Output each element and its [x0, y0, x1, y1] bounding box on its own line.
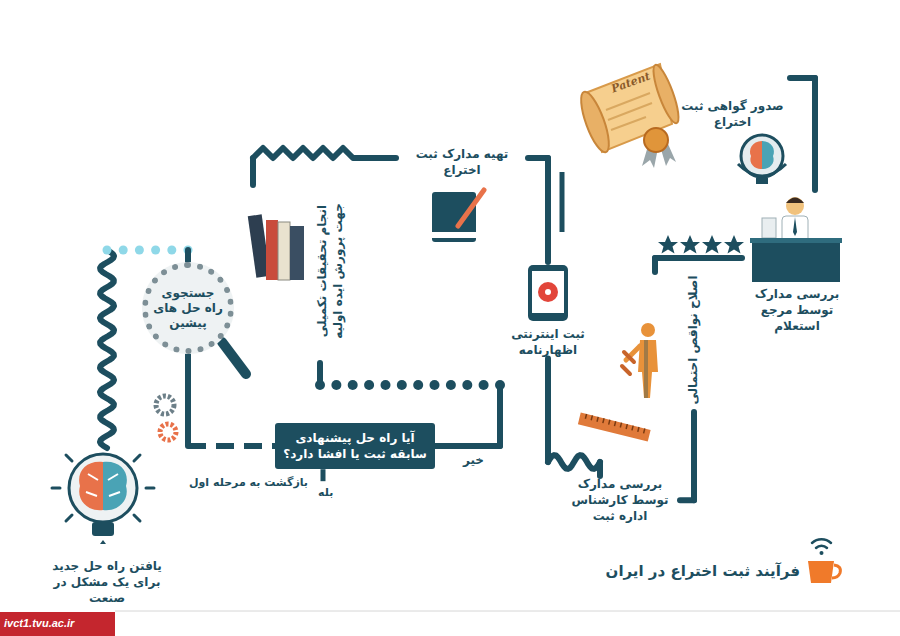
step-caption: جستجوی راه حل های پیشین — [152, 286, 224, 331]
double-line — [560, 172, 565, 232]
step-caption: اصلاح نواقص احتمالی — [685, 275, 701, 405]
yes-label: بله — [318, 486, 333, 501]
globe-icon — [738, 135, 786, 184]
step-caption: بررسی مدارک توسط کارشناس اداره ثبت — [560, 476, 680, 525]
edge-label: خیر — [461, 452, 486, 468]
watermark: ivct1.tvu.ac.ir — [4, 616, 74, 631]
step-caption: تهیه مدارک ثبت اختراع — [396, 146, 528, 178]
step-caption: بررسی مدارک توسط مرجع استعلام — [742, 286, 852, 335]
flow-connector — [655, 258, 742, 272]
brain-bulb-icon — [52, 454, 154, 544]
documents-step: تهیه مدارک ثبت اختراع — [396, 146, 528, 262]
idea-step: یافتن راه حل جدید برای یک مشکل در صنعت — [42, 448, 172, 607]
flow-connector — [253, 148, 396, 185]
flow-connector — [790, 78, 815, 190]
step-caption: ثبت اینترنتی اظهارنامه — [503, 326, 593, 358]
expert-review-step: بررسی مدارک توسط کارشناس اداره ثبت — [560, 476, 680, 525]
flow-connector — [680, 412, 694, 500]
step-caption: یافتن راه حل جدید برای یک مشکل در صنعت — [42, 558, 172, 607]
tablet-icon — [528, 265, 568, 321]
gear-icon — [156, 396, 174, 414]
step-caption: آیا راه حل پیشنهادی سابقه ثبت یا افشا دا… — [283, 430, 427, 462]
magnifier-handle — [222, 342, 246, 374]
search-circle: جستجوی راه حل های پیشین — [142, 262, 234, 354]
online-filing-step: ثبت اینترنتی اظهارنامه — [503, 262, 593, 358]
research-step: انجام تحقیقات تکمیلی جهت پرورش ایده اولی… — [245, 185, 360, 363]
gear-icon — [160, 424, 176, 440]
decision-box: آیا راه حل پیشنهادی سابقه ثبت یا افشا دا… — [275, 423, 435, 469]
fix-defects-step: اصلاح نواقص احتمالی — [618, 272, 710, 412]
patent-scroll-icon — [576, 62, 684, 168]
notebook-icon — [432, 190, 484, 242]
flow-connector — [188, 354, 275, 446]
flow-connector — [528, 158, 548, 262]
flow-connector — [548, 358, 600, 476]
books-icon — [248, 214, 304, 280]
examiner-desk-icon — [750, 197, 842, 282]
scroll-label: Patent — [610, 70, 653, 98]
worker-wrench-icon — [622, 323, 658, 398]
yes-stub — [321, 469, 326, 481]
diagram-title: فرآیند ثبت اختراع در ایران — [606, 561, 800, 581]
watermark-bar — [0, 612, 115, 636]
rating-stars — [658, 235, 744, 254]
step-caption: صدور گواهی ثبت اختراع — [675, 98, 790, 130]
coffee-cup-icon — [808, 539, 840, 583]
step-caption: انجام تحقیقات تکمیلی جهت پرورش ایده اولی… — [314, 196, 346, 346]
footer-rule — [115, 611, 900, 612]
return-note: بازگشت به مرحله اول — [196, 476, 308, 491]
inquiry-review-step: بررسی مدارک توسط مرجع استعلام — [742, 190, 852, 335]
ruler-icon — [578, 412, 651, 441]
